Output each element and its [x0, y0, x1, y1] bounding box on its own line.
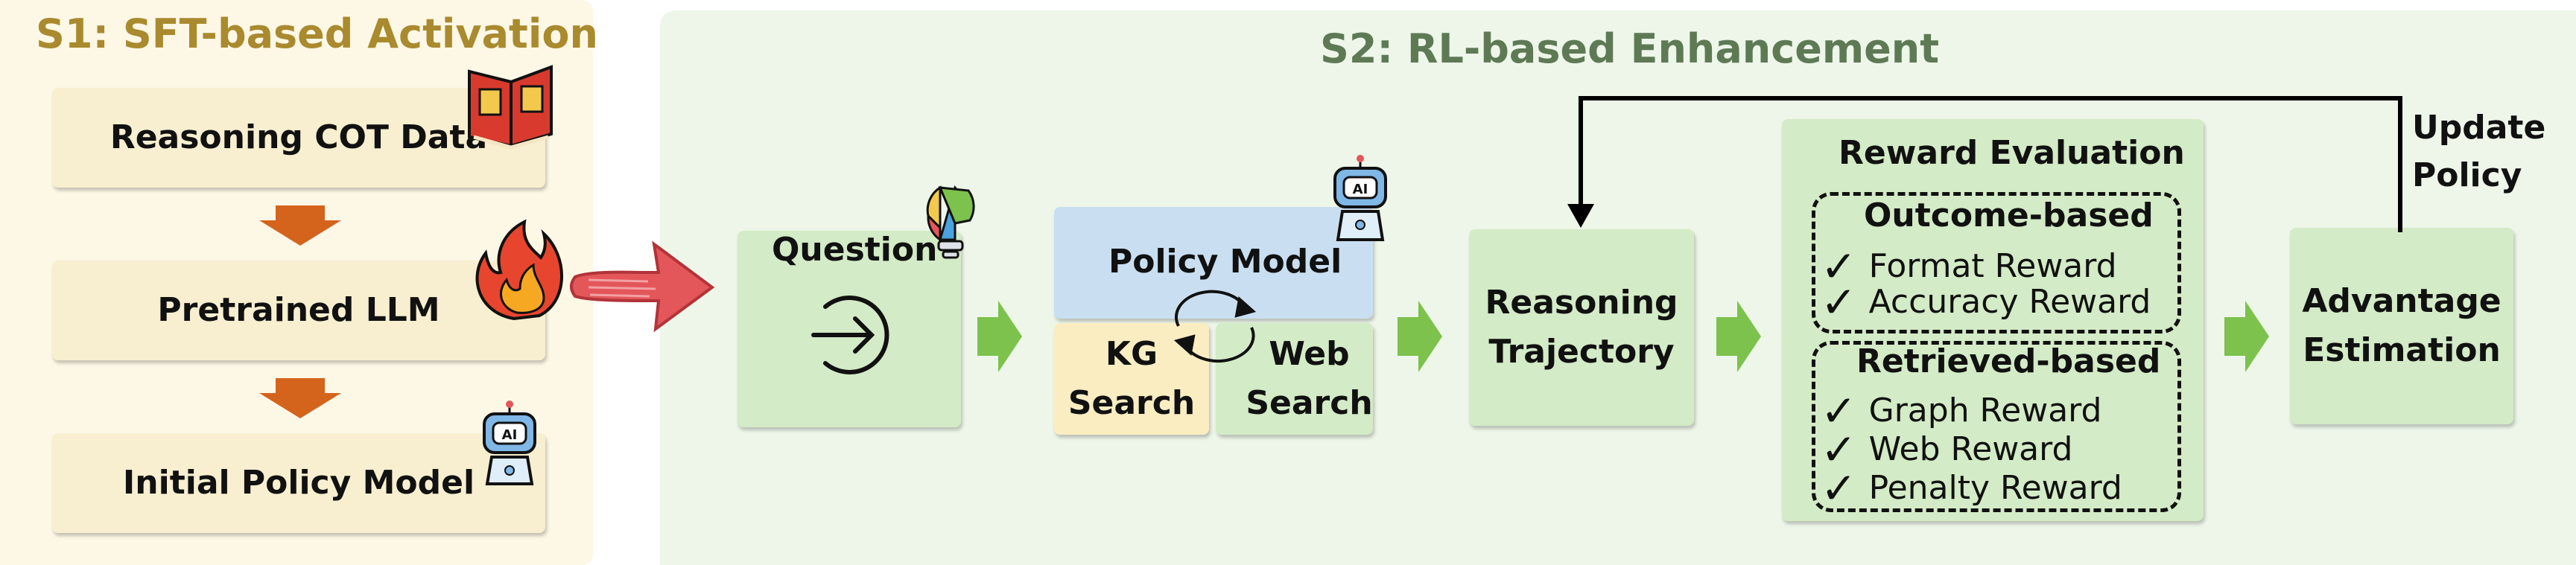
pretrained-llm-box: Pretrained LLM: [52, 261, 545, 360]
check-icon: ✓: [1821, 386, 1857, 436]
advantage-estimation-label-1: Advantage: [2302, 282, 2502, 320]
book-icon: [468, 65, 553, 150]
kg-search-label-1: KG: [1105, 335, 1158, 373]
cycle-arrows-icon: [1173, 290, 1257, 363]
initial-policy-model-box: Initial Policy Model: [52, 433, 545, 533]
reasoning-trajectory-box: Reasoning Trajectory: [1469, 229, 1694, 426]
s2-title: S2: RL-based Enhancement: [1320, 25, 1940, 72]
down-arrow-1: [259, 205, 341, 246]
kg-search-label-2: Search: [1067, 384, 1196, 422]
reasoning-trajectory-label-2: Trajectory: [1488, 333, 1675, 371]
flow-arrow-3: [1716, 301, 1761, 372]
update-policy-feedback-arrow: [1567, 96, 2402, 232]
outcome-based-group: [1812, 192, 2181, 333]
advantage-estimation-label-2: Estimation: [2303, 331, 2501, 369]
web-search-label-1: Web: [1269, 335, 1350, 373]
check-icon: ✓: [1821, 463, 1857, 514]
check-icon: ✓: [1821, 424, 1857, 475]
flow-arrow-4: [2224, 301, 2269, 372]
format-reward-label: Format Reward: [1868, 247, 2117, 285]
down-arrow-2: [259, 378, 341, 418]
reasoning-cot-data-label: Reasoning COT Data: [110, 118, 488, 156]
retrieved-based-group: [1812, 341, 2181, 512]
flow-arrow-2: [1398, 301, 1442, 372]
lightbulb-puzzle-icon: [926, 185, 975, 259]
initial-policy-model-label: Initial Policy Model: [122, 464, 475, 502]
check-icon: ✓: [1821, 241, 1857, 292]
question-label: Question: [772, 231, 938, 269]
fire-icon: [475, 219, 563, 321]
reward-evaluation-label: Reward Evaluation: [1839, 134, 2185, 172]
advantage-estimation-box: Advantage Estimation: [2290, 228, 2513, 424]
pretrained-llm-label: Pretrained LLM: [157, 291, 440, 329]
policy-model-box: [1054, 207, 1373, 319]
reasoning-cot-data-box: Reasoning COT Data: [52, 88, 545, 188]
check-icon: ✓: [1821, 277, 1857, 328]
reward-item: ✓ Web Reward: [1821, 420, 2073, 475]
policy-model-label: Policy Model: [1108, 243, 1342, 281]
enter-circle-icon: [811, 296, 889, 374]
update-policy-label-2: Policy: [2412, 156, 2522, 194]
robot-ai-label: AI: [502, 427, 518, 443]
outcome-based-label: Outcome-based: [1864, 197, 2154, 234]
s1-title: S1: SFT-based Activation: [36, 10, 598, 57]
penalty-reward-label: Penalty Reward: [1868, 469, 2122, 507]
web-search-box: Web Search: [1216, 323, 1373, 435]
flow-arrow-1: [977, 301, 1022, 372]
accuracy-reward-label: Accuracy Reward: [1868, 283, 2151, 321]
reward-item: ✓ Accuracy Reward: [1821, 272, 2151, 328]
graph-reward-label: Graph Reward: [1868, 392, 2102, 430]
question-box: [737, 231, 961, 427]
kg-search-box: KG Search: [1054, 323, 1209, 435]
reasoning-trajectory-label-1: Reasoning: [1485, 284, 1678, 322]
transition-arrow: [570, 240, 715, 333]
web-reward-label: Web Reward: [1868, 430, 2073, 468]
update-policy-label: Update Policy: [2412, 104, 2545, 199]
reward-evaluation-box: [1782, 119, 2204, 521]
update-policy-label-1: Update: [2412, 109, 2546, 147]
robot-icon: AI: [1333, 155, 1387, 241]
reward-item: ✓ Format Reward: [1821, 237, 2117, 292]
reward-item: ✓ Graph Reward: [1821, 381, 2102, 436]
reward-item: ✓ Penalty Reward: [1821, 459, 2122, 514]
robot-icon: AI: [483, 400, 536, 485]
robot-ai-label: AI: [1353, 182, 1368, 197]
web-search-label-2: Search: [1246, 384, 1373, 422]
retrieved-based-label: Retrieved-based: [1856, 342, 2161, 380]
